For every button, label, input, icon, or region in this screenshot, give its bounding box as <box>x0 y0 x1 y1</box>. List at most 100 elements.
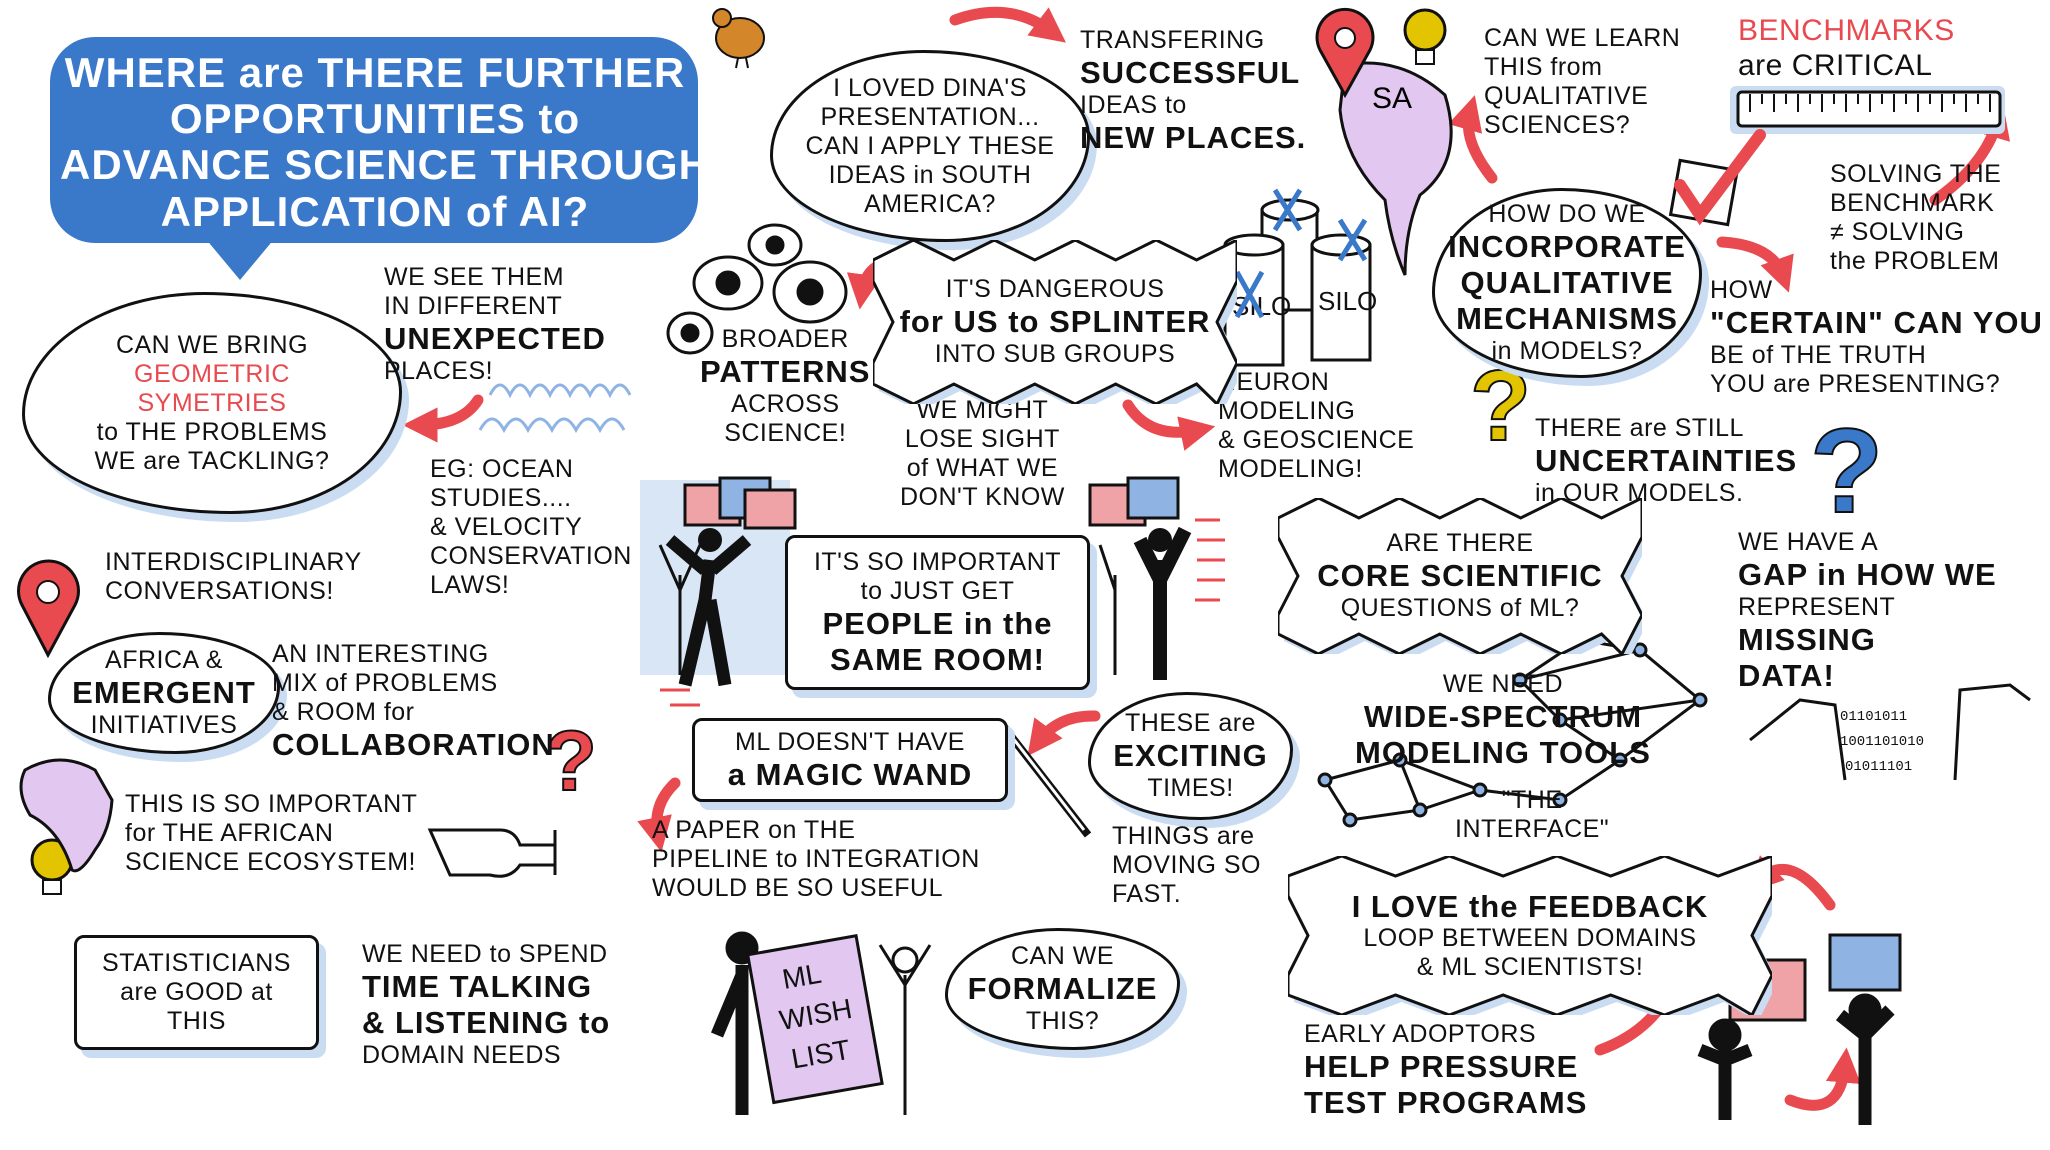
note-line: to THE PROBLEMS <box>96 417 328 446</box>
note-line: FAST. <box>1112 880 1182 908</box>
note-line: BENCHMARK <box>1830 189 1995 217</box>
note-line: PEOPLE in the <box>822 605 1053 641</box>
note-line: AMERICA? <box>864 189 996 218</box>
note-line: LOOP BETWEEN DOMAINS <box>1363 924 1697 953</box>
note-line: THIS <box>167 1007 226 1035</box>
silo-label: SILO <box>1318 286 1377 316</box>
silo-icon: SILO SILO <box>1223 188 1377 367</box>
network-icon <box>1317 632 1708 828</box>
note-line: THIS IS SO IMPORTANT <box>125 790 418 818</box>
note-line: EG: OCEAN <box>430 455 574 483</box>
note-line: BENCHMARKS <box>1738 14 1955 47</box>
note-line: MODELING TOOLS <box>1355 734 1651 770</box>
note-line: FORMALIZE <box>967 971 1158 1007</box>
binary-text: 01011101 <box>1845 759 1912 775</box>
note-line: STUDIES.... <box>430 484 572 512</box>
note-line: YOU are PRESENTING? <box>1710 369 2001 398</box>
note-line: PLACES! <box>384 356 494 385</box>
note-line: SCIENCE ECOSYSTEM! <box>125 848 416 876</box>
question-mark-icon: ? ? ? <box>544 349 1884 810</box>
note-line: PRESENTATION... <box>820 102 1040 131</box>
note-line: WE HAVE A <box>1738 528 1879 556</box>
note-line: IN DIFFERENT <box>384 292 563 320</box>
note-line: "THE <box>1501 786 1563 814</box>
note-line: SYMETRIES <box>137 388 287 417</box>
note-line: WE NEED to SPEND <box>362 940 608 968</box>
note-line: ML DOESN'T HAVE <box>735 727 965 756</box>
note-line: LAWS! <box>430 571 510 599</box>
svg-text:?: ? <box>1810 404 1883 538</box>
eyes-icon <box>666 223 848 355</box>
note-line: INTERFACE" <box>1455 815 1610 843</box>
pointing-hand-icon <box>427 828 557 878</box>
note-line: DATA! <box>1738 657 1835 693</box>
note-line: for THE AFRICAN <box>125 819 334 847</box>
note-line: APPLICATION of AI? <box>160 187 590 235</box>
note-line: SCIENCES? <box>1484 111 1631 139</box>
note-line: TEST PROGRAMS <box>1304 1084 1588 1120</box>
note-line: QUESTIONS of ML? <box>1340 593 1580 622</box>
south-america-map-icon: SA <box>1338 61 1453 276</box>
note-line: WE are TACKLING? <box>94 446 330 475</box>
note-line: REPRESENT <box>1738 592 1896 621</box>
note-line: WOULD BE SO USEFUL <box>652 874 943 902</box>
note-line: HOW DO WE <box>1488 200 1646 229</box>
note-line: ARE THERE <box>1386 529 1534 558</box>
note-line: BROADER <box>721 325 849 353</box>
note-line: THIS from <box>1484 53 1603 81</box>
ruler-icon <box>1730 86 2005 134</box>
binary-text: 1001101010 <box>1840 734 1924 750</box>
sa-label: SA <box>1372 82 1412 115</box>
note-line: MOVING SO <box>1112 851 1261 879</box>
map-pin-icon <box>17 7 1375 659</box>
note-line: ADVANCE SCIENCE THROUGH the <box>60 141 789 189</box>
note-line: are CRITICAL <box>1738 48 1933 82</box>
note-line: HOW <box>1710 276 1773 304</box>
note-line: ACROSS <box>730 389 840 418</box>
checkbox-icon <box>1668 129 1766 227</box>
note-line: STATISTICIANS <box>102 949 291 977</box>
note-line: IDEAS in SOUTH <box>828 160 1032 189</box>
spiky-bubble-outline <box>873 240 1237 404</box>
note-line: OPPORTUNITIES to <box>169 95 581 143</box>
note-line: UNCERTAINTIES <box>1535 443 1798 478</box>
note-line: QUALITATIVE <box>1460 265 1674 301</box>
note-line: HELP PRESSURE <box>1304 1049 1579 1084</box>
note-line: NEW PLACES. <box>1080 119 1307 155</box>
note-line: & ROOM for <box>272 698 415 726</box>
note-line: a MAGIC WAND <box>727 756 973 792</box>
title-speech-bubble <box>50 37 698 280</box>
lightbulb-icon <box>30 8 1447 895</box>
note-line: for US to SPLINTER <box>899 304 1211 340</box>
note-line: GEOMETRIC <box>134 359 290 388</box>
note-line: I LOVE the FEEDBACK <box>1351 888 1709 924</box>
note-line: IDEAS to <box>1080 90 1187 119</box>
note-line: CONVERSATIONS! <box>105 577 334 605</box>
note-line: THERE are STILL <box>1535 414 1744 442</box>
note-line: & GEOSCIENCE <box>1218 426 1415 454</box>
hen-icon <box>712 8 765 69</box>
note-line: WHERE are THERE FURTHER <box>64 49 686 96</box>
binary-text: 01101011 <box>1840 709 1907 725</box>
note-line: UNEXPECTED <box>384 321 606 356</box>
note-line: LOSE SIGHT <box>904 425 1060 453</box>
note-line: A PAPER on THE <box>652 816 856 844</box>
note-line: IT'S SO IMPORTANT <box>813 547 1062 576</box>
